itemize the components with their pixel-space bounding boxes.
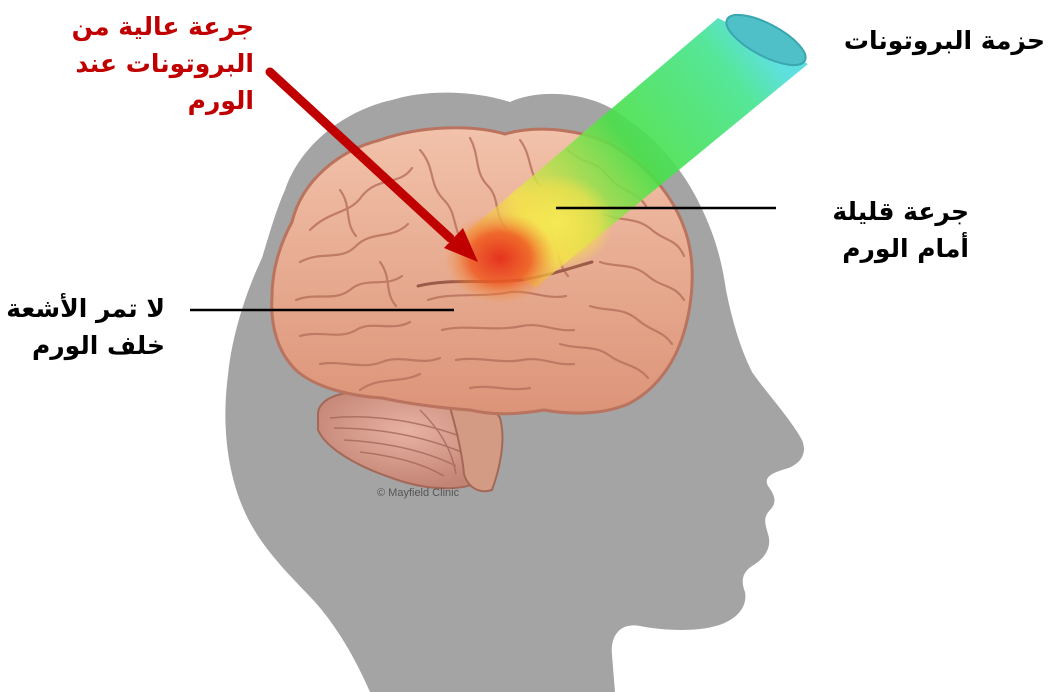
label-no-radiation-line2: خلف الورم	[6, 327, 165, 364]
label-proton-beam-line1: حزمة البروتونات	[844, 22, 1045, 59]
label-high-dose-line2: البروتونات عند	[72, 45, 254, 82]
label-no-radiation-line1: لا تمر الأشعة	[6, 290, 165, 327]
label-low-dose: جرعة قليلة أمام الورم	[832, 193, 969, 267]
label-high-dose-line3: الورم	[72, 82, 254, 119]
label-high-dose: جرعة عالية من البروتونات عند الورم	[72, 8, 254, 119]
label-proton-beam: حزمة البروتونات	[844, 22, 1045, 59]
label-no-radiation: لا تمر الأشعة خلف الورم	[6, 290, 165, 364]
label-low-dose-line2: أمام الورم	[832, 230, 969, 267]
label-low-dose-line1: جرعة قليلة	[832, 193, 969, 230]
label-high-dose-line1: جرعة عالية من	[72, 8, 254, 45]
image-credit: © Mayfield Clinic	[377, 487, 459, 499]
tumor-high-dose-zone	[444, 212, 556, 304]
